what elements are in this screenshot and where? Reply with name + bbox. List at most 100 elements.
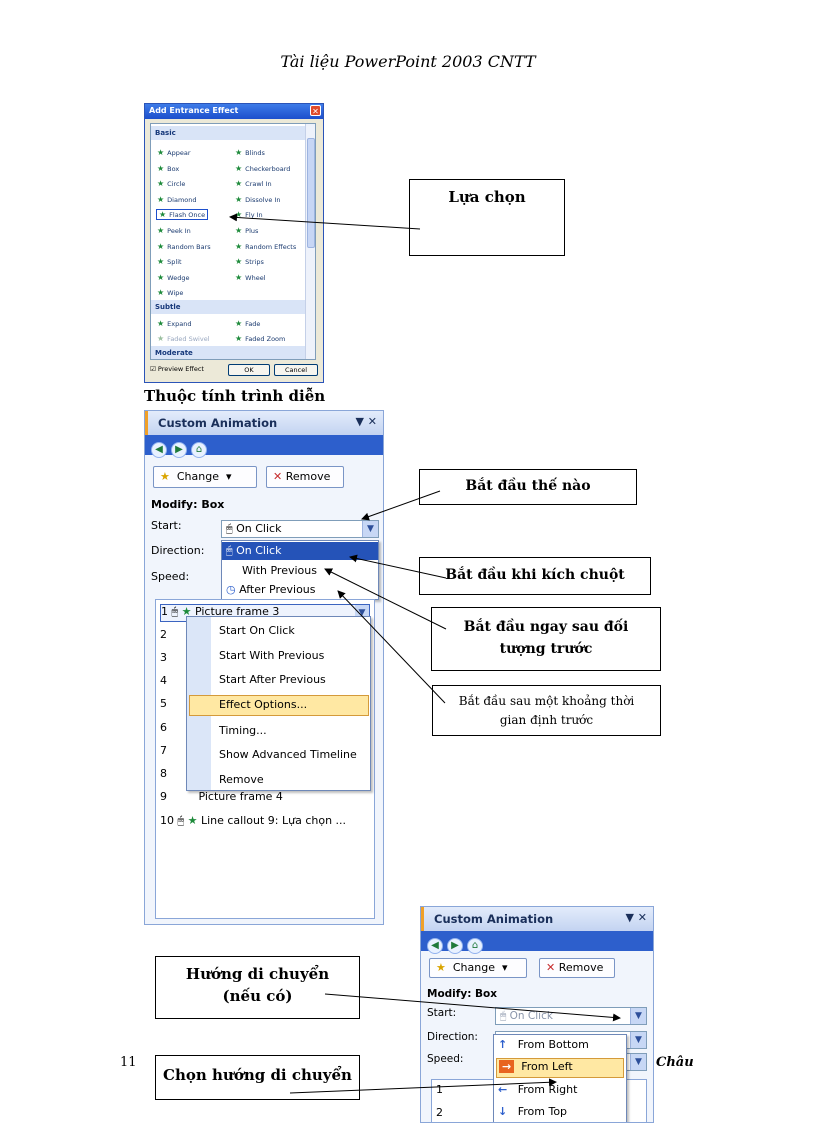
star-icon: ★ — [160, 470, 170, 483]
forward-icon[interactable]: ▶ — [171, 442, 187, 458]
effect-strips[interactable]: ★Strips — [235, 257, 264, 266]
effect-list: Basic ★Appear ★Box ★Circle ★Diamond ★Fla… — [150, 123, 316, 360]
menu-start-on-click[interactable]: Start On Click — [219, 624, 295, 637]
arrow-huong-di-chuyen — [324, 993, 621, 1022]
callout-chon-huong: Chọn hướng di chuyển — [155, 1055, 360, 1100]
option-with-previous[interactable]: With Previous — [242, 564, 317, 577]
effect-diamond[interactable]: ★Diamond — [157, 195, 197, 204]
effect-wipe[interactable]: ★Wipe — [157, 288, 184, 297]
mouse-icon: 🖱 — [226, 544, 233, 557]
back-icon[interactable]: ◀ — [151, 442, 167, 458]
dialog-scrollbar[interactable] — [305, 124, 315, 359]
effect-checkerboard[interactable]: ★Checkerboard — [235, 164, 291, 173]
close-icon[interactable]: ✕ — [310, 105, 321, 116]
row-number: 2 — [160, 628, 167, 641]
chevron-down-icon[interactable]: ▼ — [362, 521, 378, 537]
direction-label: Direction: — [151, 544, 205, 557]
effect-flash-once[interactable]: ★Flash Once — [155, 209, 209, 220]
scroll-thumb[interactable] — [307, 138, 315, 248]
chevron-down-icon[interactable]: ▼ — [630, 1032, 646, 1048]
effect-circle[interactable]: ★Circle — [157, 179, 186, 188]
row-number: 5 — [160, 697, 167, 710]
start-label: Start: — [427, 1007, 457, 1019]
menu-start-with-previous[interactable]: Start With Previous — [219, 649, 325, 662]
callout-bat-dau-the-nao: Bắt đầu thế nào — [419, 469, 637, 505]
star-icon: ★ — [235, 273, 243, 282]
panel-nav: ◀▶⌂ — [145, 435, 383, 458]
chevron-down-icon[interactable]: ▼ — [630, 1054, 646, 1070]
start-combo[interactable]: 🖱 On Click ▼ — [495, 1007, 647, 1025]
star-icon: ★ — [235, 164, 243, 173]
panel-title: Custom Animation — [158, 416, 278, 430]
custom-animation-panel-2: Custom Animation ▼ ✕ ◀▶⌂ ★ Change ▾ ✕ Re… — [420, 906, 654, 1123]
page-number: 11 — [120, 1055, 137, 1070]
ok-button[interactable]: OK — [228, 364, 270, 376]
dialog-title: Add Entrance Effect — [149, 106, 239, 115]
effect-peek-in[interactable]: ★Peek In — [157, 226, 191, 235]
forward-icon[interactable]: ▶ — [447, 938, 463, 954]
animation-item[interactable]: 10 🖱 ★ Line callout 9: Lựa chọn ... — [160, 814, 347, 827]
preview-checkbox[interactable]: ☑ Preview Effect — [150, 365, 204, 373]
effect-fade[interactable]: ★Fade — [235, 319, 261, 328]
remove-button[interactable]: ✕ Remove — [539, 958, 615, 978]
option-from-bottom[interactable]: ↑ From Bottom — [498, 1038, 589, 1051]
effect-plus[interactable]: ★Plus — [235, 226, 259, 235]
panel-controls[interactable]: ▼ ✕ — [355, 415, 377, 428]
effect-faded-zoom[interactable]: ★Faded Zoom — [235, 334, 286, 343]
option-from-top[interactable]: ↓ From Top — [498, 1105, 568, 1118]
star-icon: ★ — [157, 148, 165, 157]
effect-appear[interactable]: ★Appear — [157, 148, 191, 157]
panel-controls[interactable]: ▼ ✕ — [625, 911, 647, 924]
effect-random-bars[interactable]: ★Random Bars — [157, 242, 211, 251]
panel-title-bar: Custom Animation ▼ ✕ — [421, 907, 653, 931]
option-from-left[interactable]: → From Left — [496, 1058, 624, 1078]
effect-blinds[interactable]: ★Blinds — [235, 148, 265, 157]
section-title: Thuộc tính trình diễn — [144, 387, 326, 405]
menu-remove[interactable]: Remove — [219, 773, 264, 786]
effect-faded-swivel[interactable]: ★Faded Swivel — [157, 334, 210, 343]
effect-fly-in[interactable]: ★Fly In — [235, 210, 263, 219]
option-on-click[interactable]: 🖱 On Click — [222, 542, 378, 560]
cancel-button[interactable]: Cancel — [274, 364, 318, 376]
remove-icon: ✕ — [546, 961, 556, 974]
effect-wheel[interactable]: ★Wheel — [235, 273, 266, 282]
menu-effect-options[interactable]: Effect Options... — [189, 695, 369, 716]
back-icon[interactable]: ◀ — [427, 938, 443, 954]
row-number: 1 — [436, 1083, 443, 1096]
dialog-title-bar: Add Entrance Effect ✕ — [145, 104, 323, 119]
arrow-left-icon: ← — [498, 1083, 508, 1096]
effect-dissolve-in[interactable]: ★Dissolve In — [235, 195, 281, 204]
direction-dropdown: ↑ From Bottom → From Left ← From Right ↓… — [493, 1034, 627, 1122]
callout-lua-chon: Lựa chọn — [409, 179, 565, 256]
home-icon[interactable]: ⌂ — [191, 442, 207, 458]
effect-crawl-in[interactable]: ★Crawl In — [235, 179, 272, 188]
star-icon: ★ — [159, 210, 167, 219]
option-from-right[interactable]: ← From Right — [498, 1083, 578, 1096]
animation-item[interactable]: 9 Picture frame 4 — [160, 790, 283, 803]
change-button[interactable]: ★ Change ▾ — [429, 958, 527, 978]
menu-timing[interactable]: Timing... — [219, 724, 267, 737]
clock-icon: ◷ — [226, 583, 236, 596]
option-after-previous[interactable]: ◷ After Previous — [226, 583, 316, 596]
effect-box[interactable]: ★Box — [157, 164, 180, 173]
arrow-sau-khoang — [337, 590, 446, 704]
remove-button[interactable]: ✕ Remove — [266, 466, 344, 488]
chevron-down-icon[interactable]: ▼ — [630, 1008, 646, 1024]
start-combo[interactable]: 🖱 On Click ▼ — [221, 520, 379, 538]
star-icon: ★ — [436, 961, 446, 974]
dialog-footer: ☑ Preview Effect OK Cancel — [150, 364, 320, 380]
modify-label: Modify: Box — [151, 498, 225, 511]
effect-random-effects[interactable]: ★Random Effects — [235, 242, 297, 251]
star-icon: ★ — [157, 319, 165, 328]
menu-start-after-previous[interactable]: Start After Previous — [219, 673, 326, 686]
mouse-icon: 🖱 — [226, 522, 233, 535]
menu-show-advanced-timeline[interactable]: Show Advanced Timeline — [219, 748, 357, 761]
effect-expand[interactable]: ★Expand — [157, 319, 192, 328]
star-icon: ★ — [157, 257, 165, 266]
effect-split[interactable]: ★Split — [157, 257, 182, 266]
effect-wedge[interactable]: ★Wedge — [157, 273, 190, 282]
home-icon[interactable]: ⌂ — [467, 938, 483, 954]
star-icon: ★ — [157, 195, 165, 204]
change-button[interactable]: ★ Change ▾ — [153, 466, 257, 488]
